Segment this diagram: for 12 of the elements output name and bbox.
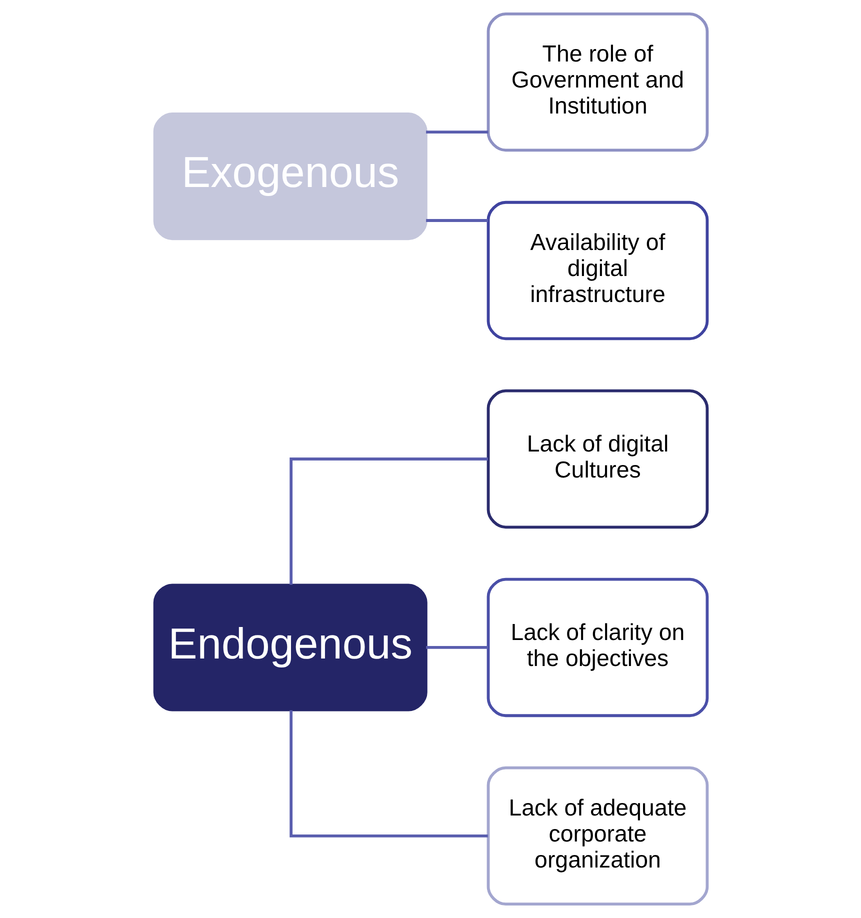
node-box: Endogenous (152, 584, 427, 712)
connector (289, 458, 488, 585)
connector (426, 646, 488, 649)
node-box: The role of Government and Institution (486, 12, 708, 152)
node-box: Lack of clarity on the objectives (486, 578, 708, 718)
node-box: Lack of digital Cultures (486, 389, 708, 529)
node-box: Exogenous (152, 112, 427, 240)
connector (426, 219, 488, 222)
connector (426, 130, 488, 134)
connector (289, 710, 488, 838)
node-box: Availability of digital infrastructure (486, 200, 708, 340)
node-box: Lack of adequate corporate organization (486, 766, 708, 906)
